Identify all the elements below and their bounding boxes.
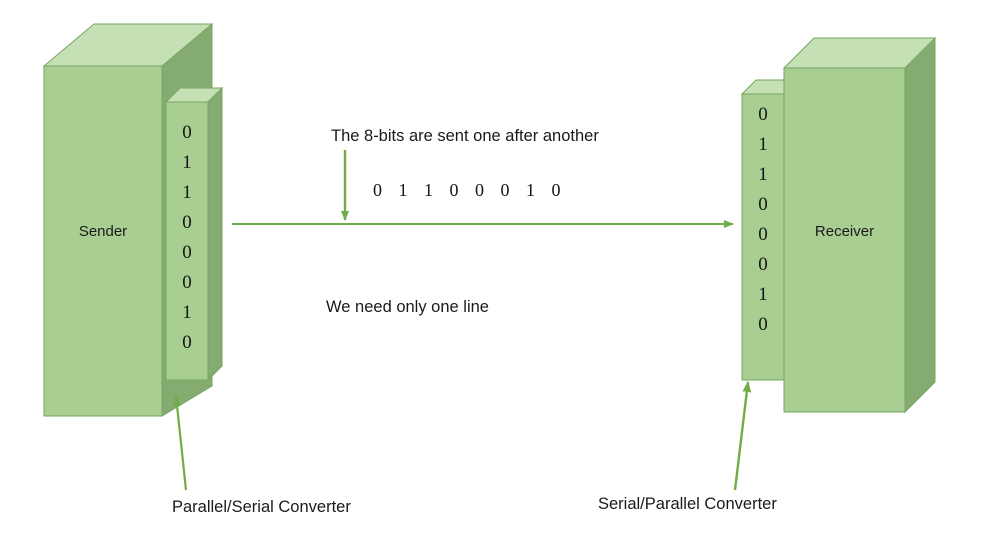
- parallel-serial-converter-label: Parallel/Serial Converter: [172, 498, 351, 516]
- sender-box-front-face: [43, 65, 163, 417]
- receiver-box-side-face: [904, 36, 936, 414]
- bit-cell: 1: [182, 302, 192, 323]
- bit-cell: 1: [758, 284, 768, 305]
- bit-cell: 0: [182, 272, 192, 293]
- bit-cell: 0: [182, 212, 192, 233]
- bottom-note-text: We need only one line: [326, 298, 489, 316]
- bit-cell: 0: [758, 194, 768, 215]
- bit-cell: 0: [758, 254, 768, 275]
- sender-label: Sender: [78, 223, 128, 240]
- parallel-serial-converter-arrow: [172, 395, 188, 491]
- bit-cell: 0: [758, 314, 768, 335]
- serial-parallel-converter-arrow: [733, 381, 752, 491]
- bit-cell: 0: [182, 242, 192, 263]
- bit-cell: 1: [758, 164, 768, 185]
- receiver-label: Receiver: [814, 223, 875, 240]
- bit-cell: 0: [182, 332, 192, 353]
- bit-cell: 1: [758, 134, 768, 155]
- bit-cell: 1: [182, 182, 192, 203]
- sender-register-front-face: [165, 101, 209, 381]
- bit-cell: 1: [182, 152, 192, 173]
- receiver-box-front-face: [783, 67, 906, 413]
- receiver-box: [782, 36, 937, 414]
- receiver-register-bits: 0 1 1 0 0 0 1 0: [742, 100, 784, 340]
- serial-bitstream-text: 0 1 1 0 0 0 1 0: [373, 180, 563, 200]
- bit-cell: 0: [182, 122, 192, 143]
- top-note-text: The 8-bits are sent one after another: [331, 127, 599, 145]
- serial-parallel-converter-label: Serial/Parallel Converter: [598, 495, 777, 513]
- bit-cell: 0: [758, 104, 768, 125]
- sender-register-bits: 0 1 1 0 0 0 1 0: [166, 118, 208, 358]
- bit-cell: 0: [758, 224, 768, 245]
- sender-register-side-face: [207, 86, 223, 382]
- receiver-register-front-face: [741, 93, 785, 381]
- sender-register-bar: [164, 86, 224, 382]
